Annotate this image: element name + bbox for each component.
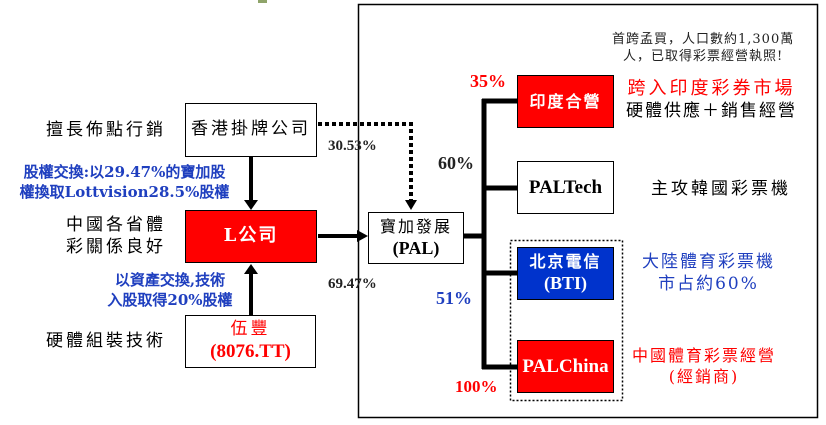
paltech-box[interactable]: PALTech bbox=[517, 161, 614, 214]
india-top-note: 首跨孟買，人口數約1,300萬 人，已取得彩票經營執照! bbox=[612, 32, 794, 66]
equity-swap-note: 股權交換:以29.47%的寶加股 權換取Lottvision28.5%股權 bbox=[2, 163, 247, 202]
palchina-pct: 100% bbox=[455, 377, 498, 396]
india-jv-name: 印度合營 bbox=[529, 91, 602, 111]
subsidiary-frame bbox=[357, 3, 819, 419]
arrowhead-wufeng-to-l bbox=[244, 264, 258, 274]
bti-desc-line-1: 大陸體育彩票機 bbox=[642, 252, 775, 272]
hk-box-text: 香港掛牌公司 bbox=[191, 119, 311, 140]
dotted-arrow-hk-to-pal bbox=[318, 122, 413, 202]
hk-listed-company-box[interactable]: 香港掛牌公司 bbox=[185, 103, 317, 157]
l-relationship-label: 中國各省體 彩關係良好 bbox=[66, 214, 166, 258]
asset-swap-note: 以資產交換,技術 入股取得20%股權 bbox=[90, 271, 250, 310]
wufeng-strength-label: 硬體組裝技術 bbox=[46, 331, 166, 351]
palchina-desc: 中國體育彩票經營 (經銷商) bbox=[632, 346, 776, 388]
palchina-box[interactable]: PALChina bbox=[517, 340, 614, 393]
l-relationship-line-1: 中國各省體 bbox=[66, 215, 166, 235]
pal-abbr: (PAL) bbox=[392, 237, 440, 258]
india-desc-line-2: 硬體供應＋銷售經營 bbox=[626, 101, 797, 122]
arrowhead-hk-to-pal bbox=[405, 200, 417, 210]
l-relationship-line-2: 彩關係良好 bbox=[66, 237, 166, 258]
hk-strength-label: 擅長佈點行銷 bbox=[46, 120, 166, 140]
bti-box[interactable]: 北京電信 (BTI) bbox=[517, 247, 614, 300]
dotted-group-frame bbox=[509, 239, 624, 402]
bti-pct: 51% bbox=[436, 288, 472, 308]
l-box-text: L公司 bbox=[223, 225, 279, 247]
india-top-note-line-1: 首跨孟買，人口數約1,300萬 bbox=[612, 32, 795, 47]
palchina-desc-line-2: (經銷商) bbox=[668, 366, 740, 386]
bti-desc-line-2: 市占約60% bbox=[658, 274, 759, 295]
wufeng-box[interactable]: 伍豐 (8076.TT) bbox=[185, 315, 316, 368]
palchina-desc-line-1: 中國體育彩票經營 bbox=[632, 346, 777, 365]
paltech-desc: 主攻韓國彩票機 bbox=[651, 179, 791, 199]
bti-name: 北京電信 bbox=[529, 252, 602, 272]
bti-abbr: (BTI) bbox=[543, 273, 587, 294]
equity-swap-line-2: 權換取Lottvision28.5%股權 bbox=[19, 182, 230, 201]
pal-name: 寶加發展 bbox=[379, 216, 452, 236]
palchina-name: PALChina bbox=[522, 355, 609, 377]
pal-box[interactable]: 寶加發展 (PAL) bbox=[368, 212, 464, 264]
wufeng-name: 伍豐 bbox=[230, 319, 271, 339]
l-ownership-pct: 69.47% bbox=[328, 276, 377, 292]
paltech-pct: 60% bbox=[438, 153, 474, 173]
india-desc: 跨入印度彩券市場 硬體供應＋銷售經營 bbox=[626, 77, 797, 122]
equity-swap-line-1: 股權交換:以29.47%的寶加股 bbox=[23, 163, 226, 181]
l-company-box[interactable]: L公司 bbox=[185, 210, 317, 263]
india-desc-line-1: 跨入印度彩券市場 bbox=[627, 78, 796, 99]
arrowhead-l-to-pal bbox=[357, 230, 368, 242]
india-top-note-line-2: 人，已取得彩票經營執照! bbox=[622, 48, 784, 64]
india-jv-box[interactable]: 印度合營 bbox=[517, 75, 614, 128]
hk-ownership-pct: 30.53% bbox=[328, 138, 377, 154]
decorative-mark bbox=[258, 0, 267, 3]
bti-desc: 大陸體育彩票機 市占約60% bbox=[642, 251, 775, 295]
paltech-name: PALTech bbox=[528, 176, 603, 198]
wufeng-ticker: (8076.TT) bbox=[210, 341, 291, 363]
asset-swap-line-2: 入股取得20%股權 bbox=[107, 290, 233, 309]
arrowhead-hk-to-l bbox=[244, 200, 258, 210]
asset-swap-line-1: 以資產交換,技術 bbox=[114, 271, 226, 289]
india-pct: 35% bbox=[470, 71, 506, 91]
